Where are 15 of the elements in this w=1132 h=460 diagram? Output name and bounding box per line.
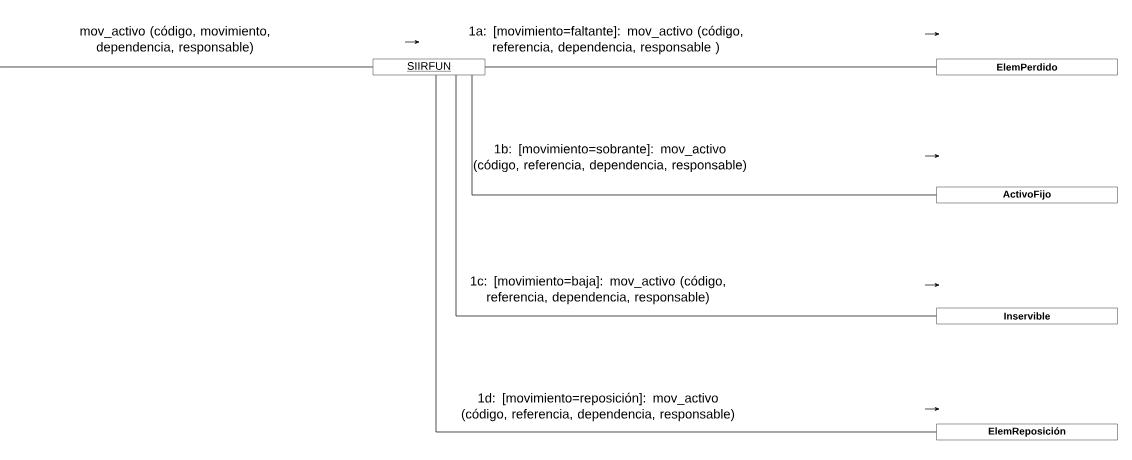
connector-line — [435, 74, 937, 433]
message-label: 1b: [movimiento=sobrante]: mov_activo (código, referencia, dependencia, responsable) — [473, 143, 747, 173]
object-box: ElemPerdido — [936, 58, 1118, 76]
message-label: mov_activo (código, movimiento, dependencia, responsable) — [80, 25, 270, 55]
connector-line — [484, 66, 937, 68]
connector-line — [455, 74, 937, 317]
connector-line — [0, 66, 374, 68]
object-box: ActivoFijo — [936, 186, 1118, 204]
object-box: Inservible — [936, 307, 1118, 325]
message-label: 1c: [movimiento=baja]: mov_activo (código, referencia, dependencia, responsable) — [470, 275, 725, 305]
message-label: 1a: [movimiento=faltante]: mov_activo (código, referencia, dependencia, responsable ) — [469, 25, 743, 55]
connector-line — [471, 74, 937, 196]
object-box: ElemReposición — [936, 423, 1118, 441]
object-box: SIIRFUN — [372, 58, 486, 76]
message-label: 1d: [movimiento=reposición]: mov_activo (código, referencia, dependencia, responsable) — [461, 392, 735, 422]
